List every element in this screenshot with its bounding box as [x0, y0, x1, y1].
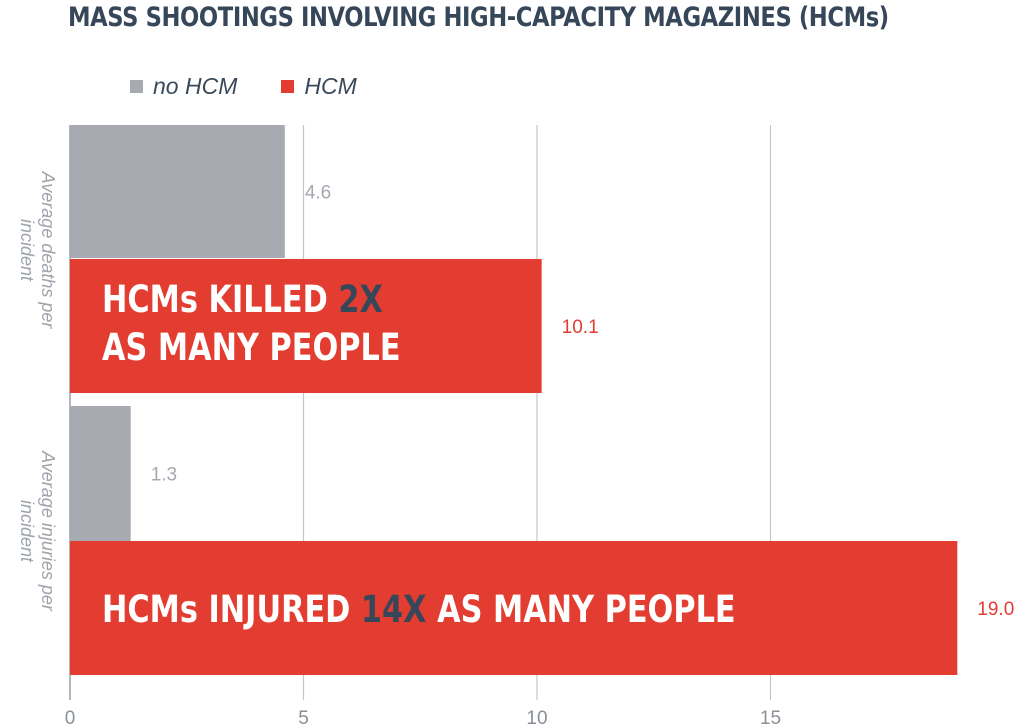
x-tick-label-15: 15	[760, 708, 781, 727]
bar-hcm-deaths	[70, 259, 542, 393]
data-label-no-hcm-injuries: 1.3	[151, 465, 177, 486]
bar-hcm-injuries	[70, 541, 958, 675]
data-label-hcm-deaths: 10.1	[562, 317, 599, 338]
callout-deaths-line1: HCMs KILLED 2X	[102, 276, 401, 324]
callout-deaths-multiplier: 2X	[338, 278, 383, 321]
data-label-hcm-injuries: 19.0	[977, 599, 1014, 620]
legend-label-hcm: HCM	[304, 73, 357, 99]
callout-deaths-line2: AS MANY PEOPLE	[102, 326, 401, 369]
x-tick-label-5: 5	[298, 708, 309, 727]
x-tick-label-10: 10	[526, 708, 547, 727]
bar-no-hcm-injuries	[70, 406, 131, 541]
callout-deaths-text: HCMs KILLED	[102, 278, 339, 321]
legend: no HCM HCM	[130, 73, 401, 100]
legend-swatch-hcm	[281, 80, 295, 93]
legend-label-no-hcm: no HCM	[153, 73, 238, 99]
callout-injuries-text-post: AS MANY PEOPLE	[426, 588, 736, 631]
legend-item-hcm: HCM	[281, 73, 357, 100]
callout-injuries: HCMs INJURED 14X AS MANY PEOPLE	[102, 586, 736, 634]
x-tick-label-0: 0	[65, 708, 76, 727]
chart-title: MASS SHOOTINGS INVOLVING HIGH-CAPACITY M…	[68, 2, 889, 33]
y-category-label-injuries: Average injuries per incident	[17, 451, 58, 611]
callout-injuries-multiplier: 14X	[360, 588, 427, 631]
y-category-label-deaths: Average deaths per incident	[17, 171, 58, 329]
legend-swatch-no-hcm	[130, 80, 143, 93]
callout-injuries-text-pre: HCMs INJURED	[102, 588, 361, 631]
bar-no-hcm-deaths	[70, 125, 285, 258]
callout-deaths: HCMs KILLED 2X AS MANY PEOPLE	[102, 276, 401, 372]
legend-item-no-hcm: no HCM	[130, 73, 237, 100]
data-label-no-hcm-deaths: 4.6	[305, 183, 331, 204]
